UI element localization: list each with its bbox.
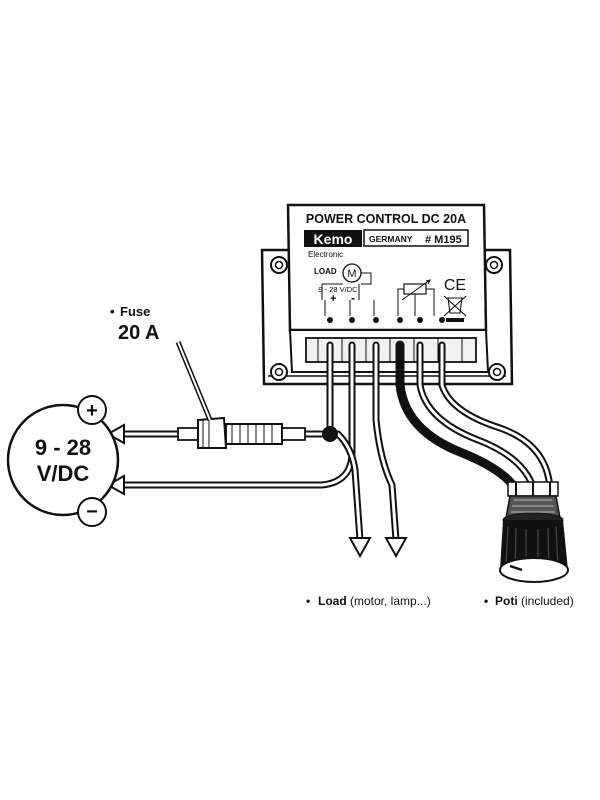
mounting-hole-bottom-right bbox=[488, 363, 506, 381]
load-label: LOAD bbox=[314, 267, 337, 276]
load-arrows bbox=[348, 537, 408, 559]
terminal-screws bbox=[327, 317, 445, 323]
motor-symbol-letter: M bbox=[347, 268, 356, 280]
svg-text:•: • bbox=[306, 594, 310, 608]
potentiometer-symbol bbox=[397, 279, 435, 316]
ce-mark: CE bbox=[444, 277, 466, 294]
supply-arrows bbox=[105, 423, 125, 496]
fuse-text: Fuse bbox=[120, 304, 150, 319]
mounting-hole-bottom-left bbox=[270, 363, 288, 381]
svg-text:•: • bbox=[110, 304, 115, 319]
load-caption-rest: (motor, lamp...) bbox=[347, 594, 431, 608]
svg-text:Load (motor, lamp...): Load (motor, lamp...) bbox=[318, 594, 431, 608]
positive-sign: + bbox=[86, 400, 98, 422]
module-title: POWER CONTROL DC 20A bbox=[306, 212, 466, 226]
load-voltage: 9 - 28 V/DC bbox=[318, 285, 358, 294]
supply-source: 9 - 28 V/DC + − bbox=[6, 395, 120, 527]
poti-caption-rest: (included) bbox=[518, 594, 574, 608]
positive-terminal-icon bbox=[77, 395, 107, 425]
supply-voltage-line1: 9 - 28 bbox=[35, 435, 91, 460]
poti-caption: • Poti (included) bbox=[484, 594, 574, 608]
origin-label: GERMANY bbox=[369, 234, 413, 244]
wires bbox=[116, 340, 554, 544]
mounting-hole-top-left bbox=[270, 256, 288, 274]
brand-subtitle: Electronic bbox=[308, 250, 343, 259]
plus-mark: + bbox=[330, 293, 336, 305]
weee-icon bbox=[443, 295, 467, 322]
negative-terminal-icon bbox=[77, 497, 107, 527]
supply-voltage-line2: V/DC bbox=[37, 461, 90, 486]
svg-text:•: • bbox=[484, 594, 488, 608]
brand-logo: Kemo bbox=[314, 231, 353, 247]
junction-dot bbox=[322, 426, 338, 442]
minus-mark: - bbox=[351, 291, 355, 305]
fuse-holder bbox=[120, 341, 328, 449]
load-caption: • Load (motor, lamp...) bbox=[306, 594, 431, 608]
mounting-hole-top-right bbox=[485, 256, 503, 274]
potentiometer-knob bbox=[499, 481, 569, 583]
svg-text:Poti (included): Poti (included) bbox=[495, 594, 574, 608]
load-caption-bold: Load bbox=[318, 594, 347, 608]
power-control-module: POWER CONTROL DC 20A Kemo Electronic GER… bbox=[260, 203, 514, 386]
fuse-label: • Fuse 20 A bbox=[110, 304, 160, 344]
model-number: # M195 bbox=[425, 234, 462, 246]
negative-sign: − bbox=[86, 501, 98, 523]
poti-caption-bold: Poti bbox=[495, 594, 518, 608]
fuse-rating: 20 A bbox=[118, 322, 160, 344]
